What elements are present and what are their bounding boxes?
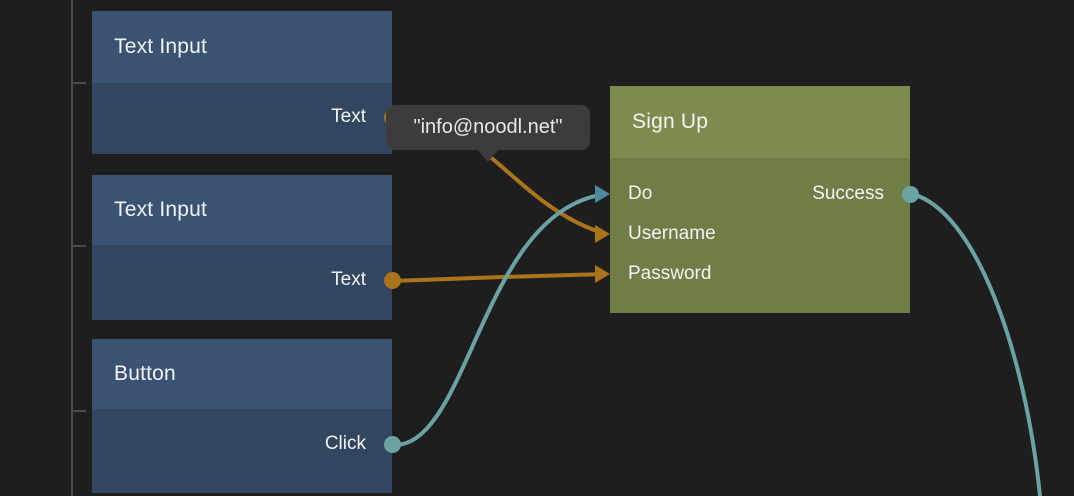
node-title: Button — [114, 362, 176, 385]
node-title: Text Input — [114, 198, 208, 221]
tooltip-pointer-icon — [477, 149, 499, 162]
node-title: Text Input — [114, 35, 208, 58]
node-header[interactable]: Text Input — [92, 11, 392, 83]
port-do-input[interactable]: Do — [595, 183, 652, 205]
tree-tick-3 — [71, 410, 86, 412]
port-click-output[interactable]: Click — [325, 433, 401, 455]
tree-tick-2 — [71, 245, 86, 247]
node-sign-up[interactable]: Sign Up Do Username Password Success — [595, 86, 919, 313]
port-label: Username — [628, 223, 716, 244]
port-label: Text — [331, 269, 366, 290]
port-password-input[interactable]: Password — [595, 263, 711, 285]
port-connector-arrow-icon[interactable] — [595, 185, 610, 203]
port-connector-arrow-icon[interactable] — [595, 225, 610, 243]
port-text-output[interactable]: Text — [331, 269, 401, 291]
node-body: Click — [92, 409, 401, 493]
node-body: Text — [92, 245, 401, 320]
port-connector-arrow-icon[interactable] — [595, 265, 610, 283]
node-header[interactable]: Sign Up — [610, 86, 910, 158]
port-label: Do — [628, 183, 653, 204]
node-header[interactable]: Button — [92, 339, 392, 409]
port-label: Password — [628, 263, 712, 284]
node-button-1[interactable]: Button Click — [92, 339, 401, 493]
port-label: Success — [812, 183, 884, 204]
node-tree-gutter — [0, 0, 92, 496]
port-success-output[interactable]: Success — [812, 183, 919, 205]
port-username-input[interactable]: Username — [595, 223, 716, 245]
wire-success-output[interactable] — [911, 192, 1042, 496]
node-body: Text — [92, 83, 401, 154]
tree-trunk-line — [71, 0, 73, 496]
port-connector-dot-icon[interactable] — [384, 435, 401, 453]
node-header[interactable]: Text Input — [92, 175, 392, 245]
value-tooltip: "info@noodl.net" — [386, 105, 590, 162]
node-body: Do Username Password Success — [595, 158, 919, 313]
port-label: Click — [324, 433, 366, 454]
tooltip-text: "info@noodl.net" — [413, 116, 563, 138]
wire-text2-to-password[interactable] — [391, 272, 607, 283]
node-title: Sign Up — [632, 110, 709, 133]
port-label: Text — [331, 106, 366, 127]
wire-click-to-do[interactable] — [391, 192, 607, 448]
tree-tick-1 — [71, 82, 86, 84]
node-text-input-1[interactable]: Text Input Text — [92, 11, 401, 154]
node-text-input-2[interactable]: Text Input Text — [92, 175, 401, 320]
port-connector-dot-icon[interactable] — [902, 185, 919, 203]
port-connector-dot-icon[interactable] — [384, 271, 401, 289]
